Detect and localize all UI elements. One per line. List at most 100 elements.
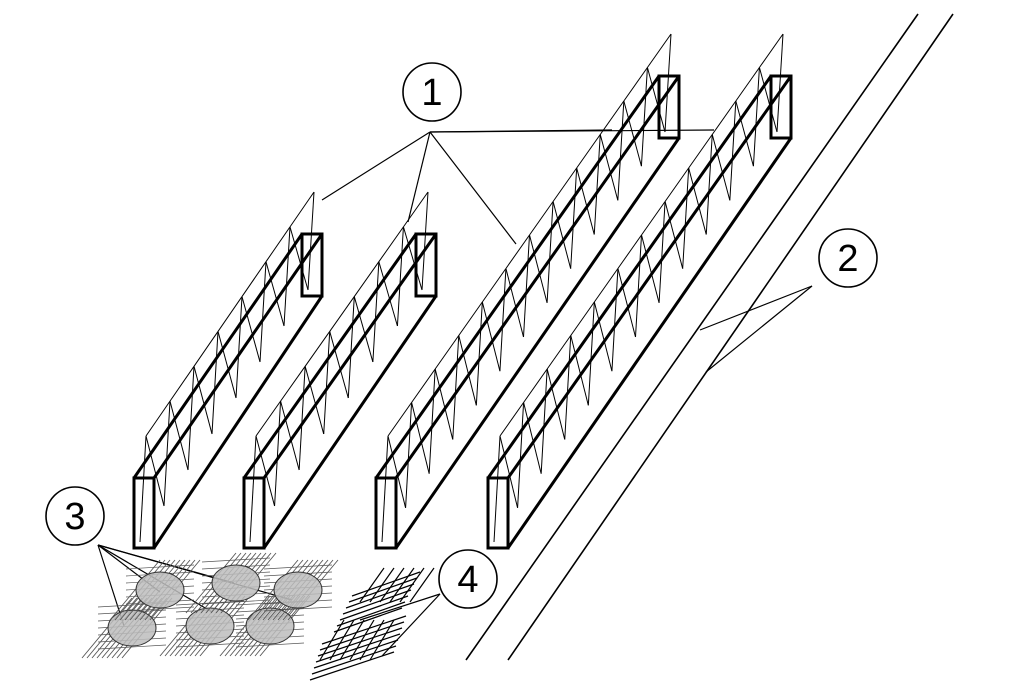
panel-end-face <box>374 476 398 550</box>
road-line-inner <box>507 13 954 661</box>
callout-2: 2 <box>818 228 878 288</box>
panel-top-wire <box>523 368 548 403</box>
shrub-crown <box>135 571 185 609</box>
panel-edge-top-right <box>262 233 438 479</box>
panel-edge-bottom-right <box>394 137 681 549</box>
panel-brace <box>217 331 237 399</box>
shrub-crown <box>185 607 235 645</box>
panel-edge-top-left <box>486 75 773 479</box>
panel-far-end-face <box>769 74 793 140</box>
callout-3: 3 <box>45 486 105 546</box>
panel-brace <box>546 368 566 440</box>
panel-post <box>617 100 625 201</box>
panel-brace <box>378 261 398 327</box>
seedbed-row-lower <box>311 645 397 675</box>
panel-post <box>259 261 267 363</box>
panel-group <box>132 33 793 550</box>
panel-post <box>421 191 429 291</box>
panel-top-wire <box>576 134 601 169</box>
shrub-crown <box>211 564 261 602</box>
panel-post <box>381 435 389 543</box>
panel-post <box>587 301 595 406</box>
leader-1-panel-e <box>429 129 715 133</box>
panel-top-wire <box>329 296 355 332</box>
shrub-hatch <box>235 642 305 648</box>
panel-post <box>517 402 525 508</box>
leader-4-a <box>359 593 441 621</box>
panel-brace <box>664 201 684 269</box>
panel-post <box>546 201 554 303</box>
panel-top-wire <box>552 167 578 202</box>
seedbed-row-lower <box>317 627 403 657</box>
panel-post <box>664 33 672 133</box>
shrub-cluster <box>185 552 277 614</box>
seedbed-cross-lower <box>369 619 395 661</box>
callout-2-label: 2 <box>837 238 858 280</box>
callout-3-circle <box>45 486 105 546</box>
seedbed-row-upper <box>351 571 421 597</box>
panel-brace <box>402 226 423 291</box>
panel-post <box>452 335 460 440</box>
panel-post <box>658 201 666 303</box>
callout-1-circle <box>402 62 462 122</box>
shrub-hatch <box>175 600 245 606</box>
panel-top-wire <box>378 226 404 263</box>
callout-4-label: 4 <box>457 559 478 601</box>
panel-post <box>564 335 572 440</box>
panel-post <box>776 33 784 133</box>
panel-brace <box>576 167 595 235</box>
panel-end-face <box>132 476 156 550</box>
leader-1-panel-b <box>407 131 431 223</box>
panel-brace <box>523 402 542 474</box>
shrub-hatch <box>263 564 333 570</box>
panel-post <box>523 234 530 338</box>
panel-edge-top-left <box>374 75 661 479</box>
panel-top-wire <box>255 400 281 437</box>
road-line-outer <box>465 13 919 661</box>
panel-post <box>752 67 760 167</box>
panel-top-wire <box>529 201 554 236</box>
panel-post <box>493 435 501 543</box>
panel-brace <box>458 335 477 406</box>
panel-brace <box>304 366 325 435</box>
callout-1-label: 1 <box>421 72 442 114</box>
panel-top-wire <box>711 100 737 135</box>
panel-brace <box>570 335 589 406</box>
seedbed-cross-lower <box>329 619 355 661</box>
panel-4 <box>486 33 793 550</box>
seedbed-cross-lower <box>359 619 385 661</box>
leader-1-panel-a <box>321 131 431 201</box>
seedbed-row-lower <box>313 639 399 669</box>
panel-edge-bottom-right <box>506 137 793 549</box>
seedbed-cross-upper <box>379 567 405 603</box>
shrub-hatch <box>109 559 161 621</box>
panel-post <box>211 331 219 435</box>
panel-post <box>274 401 282 507</box>
panel-brace <box>329 331 349 399</box>
callout-1: 1 <box>402 62 462 122</box>
panel-post <box>729 100 737 201</box>
panel-top-wire <box>387 402 412 437</box>
seedbed-cross-upper <box>369 567 395 603</box>
panel-brace <box>169 401 189 471</box>
seedbed-cross-lower <box>319 619 345 661</box>
panel-top-wire <box>499 402 524 437</box>
panel-1 <box>132 191 324 550</box>
shrub-hatch <box>201 599 271 605</box>
panel-brace <box>411 402 430 474</box>
panel-top-wire <box>688 134 713 169</box>
shrub-hatch <box>125 606 195 612</box>
panel-top-wire <box>599 100 625 135</box>
shrub-hatch <box>201 557 271 563</box>
seedbed-row-upper <box>333 607 403 633</box>
panel-post <box>283 226 291 327</box>
panel-post <box>347 296 355 399</box>
panel-edge-top-left <box>132 233 304 479</box>
panel-top-wire <box>623 67 648 102</box>
panel-edge-top-left <box>242 233 418 479</box>
panel-post <box>298 366 306 471</box>
panel-top-wire <box>304 331 331 367</box>
panel-edge-top-right <box>394 75 681 479</box>
panel-brace <box>711 134 731 201</box>
